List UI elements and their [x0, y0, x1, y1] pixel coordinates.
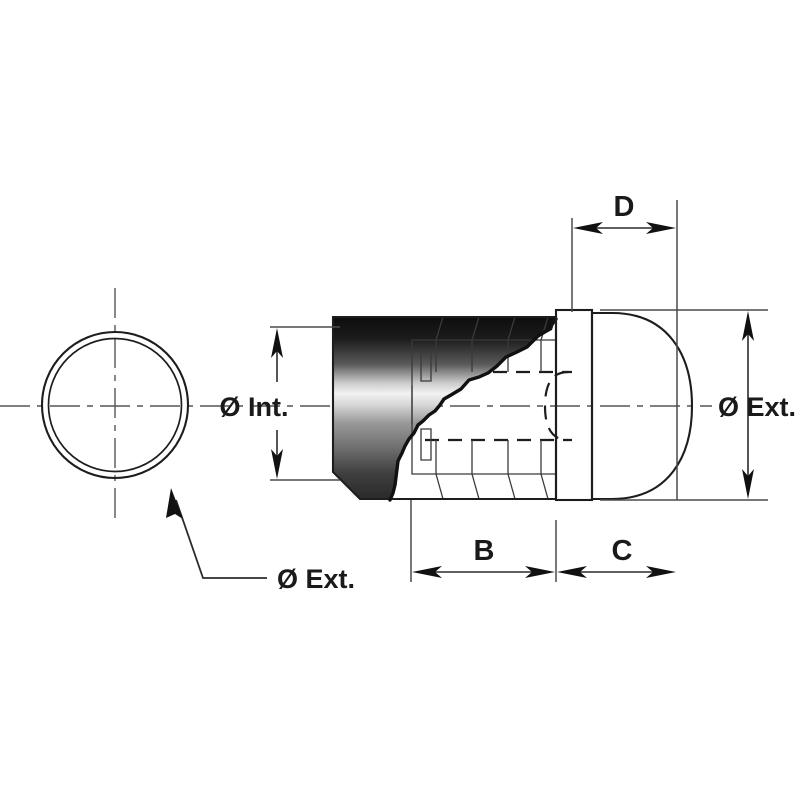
rib-3-lower [507, 473, 516, 500]
oext-arrow-up [742, 311, 754, 341]
outer-circle [40, 330, 190, 480]
dimension-diameter-internal: Ø Int. [220, 326, 340, 481]
rib-3-upper [507, 316, 516, 341]
d-arrow-right [646, 222, 676, 234]
body-gradient-fill [333, 317, 556, 499]
flange-collar [554, 308, 594, 502]
d-arrow-left [573, 222, 603, 234]
rib-1-lower [435, 473, 444, 500]
front-circular-view [40, 330, 190, 480]
label-dim-c: C [612, 535, 633, 567]
c-arrow-right [646, 566, 676, 578]
label-diameter-external-right: Ø Ext. [718, 392, 796, 422]
leader-arrowhead [166, 488, 183, 519]
leader-line [175, 499, 267, 579]
slot-upper [420, 351, 432, 382]
oext-arrow-down [742, 469, 754, 499]
side-section-view [331, 308, 694, 502]
leader-label-diameter-external: Ø Ext. [277, 564, 355, 594]
oint-arrow-down [271, 449, 283, 479]
dimension-b: B [410, 500, 557, 582]
dimension-diameter-external-right: Ø Ext. [600, 309, 796, 501]
section-break-line [388, 317, 558, 502]
dimension-d: D [571, 191, 678, 500]
rib-1-upper [435, 316, 444, 341]
rib-4-upper [540, 316, 549, 341]
body-outline [331, 315, 558, 501]
oint-arrow-up [271, 328, 283, 358]
rib-2-lower [471, 473, 480, 500]
label-diameter-internal: Ø Int. [220, 392, 289, 422]
b-arrow-left [412, 566, 442, 578]
internal-ribs [411, 316, 556, 500]
rib-4-lower [540, 473, 549, 500]
label-dim-b: B [474, 535, 495, 567]
b-arrow-right [525, 566, 555, 578]
c-arrow-left [557, 566, 587, 578]
body-shading-group [333, 317, 556, 499]
inner-circle [47, 337, 183, 473]
label-dim-d: D [614, 191, 635, 223]
rib-2-upper [471, 316, 480, 341]
diameter-external-leader: Ø Ext. [166, 488, 355, 594]
slot-lower [420, 428, 432, 461]
dome-cap [590, 311, 694, 501]
dimension-c: C [557, 535, 676, 578]
